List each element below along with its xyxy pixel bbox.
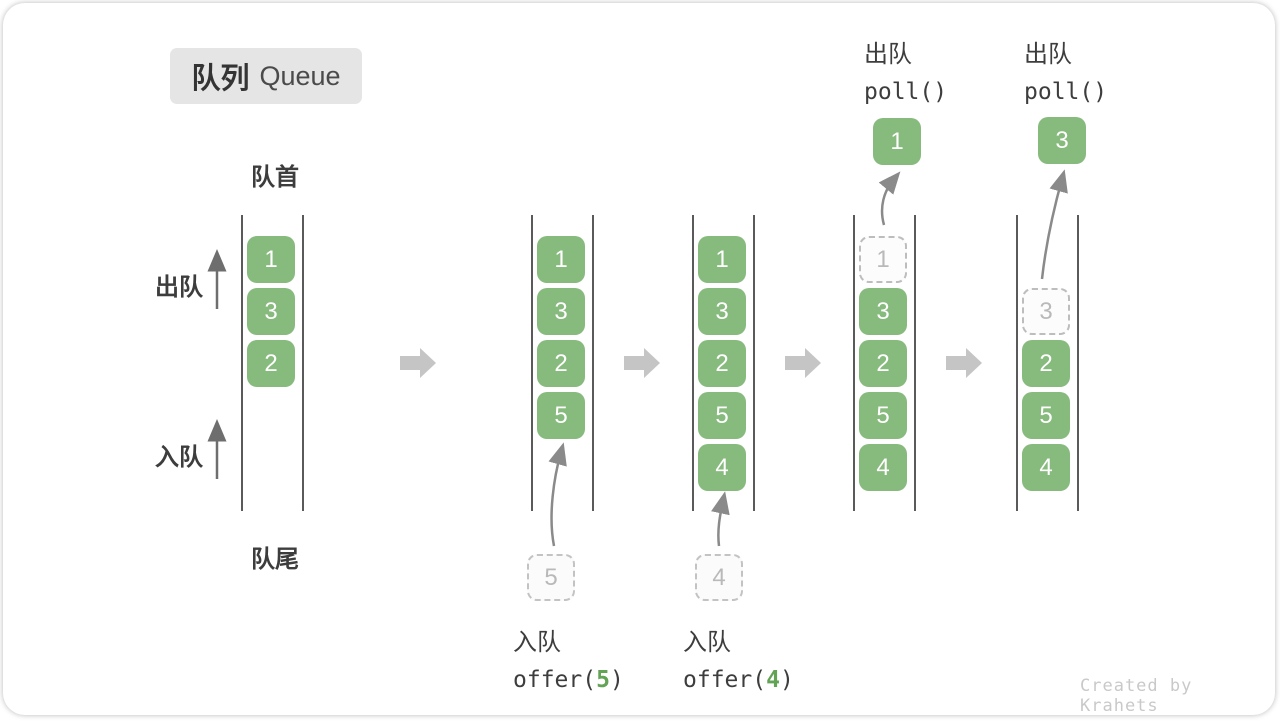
label-enqueue: 入队 xyxy=(155,444,203,471)
queue-element-box: 3 xyxy=(698,288,746,335)
label-queue-rear: 队尾 xyxy=(251,546,299,573)
dequeued-ghost-box: 1 xyxy=(859,236,907,283)
queue-element-box: 2 xyxy=(1022,340,1070,387)
queue-3-wall-left xyxy=(692,215,694,511)
queue-4-wall-left xyxy=(853,215,855,511)
dequeue-curved-arrow-poll3 xyxy=(1040,169,1068,280)
title-en: Queue xyxy=(259,60,341,91)
queue-element-box: 4 xyxy=(859,444,907,491)
op-word: 出队 xyxy=(864,41,912,68)
queue-element-box: 5 xyxy=(1022,392,1070,439)
op-code: poll() xyxy=(864,79,948,105)
transition-arrow-3 xyxy=(785,348,821,378)
transition-arrow-1 xyxy=(400,348,436,378)
queue-element-box: 5 xyxy=(537,392,585,439)
queue-element-box: 5 xyxy=(698,392,746,439)
queue-element-box: 5 xyxy=(859,392,907,439)
transition-arrow-4 xyxy=(946,348,982,378)
dequeue-curved-arrow-poll1 xyxy=(878,171,901,226)
queue-element-box: 1 xyxy=(698,236,746,283)
op-code: offer(5) xyxy=(513,667,624,693)
queue-element-box: 2 xyxy=(698,340,746,387)
queue-element-box: 1 xyxy=(247,236,295,283)
pending-element-box-5: 5 xyxy=(527,554,575,601)
queue-1-wall-left xyxy=(241,215,243,511)
diagram-canvas: 队列 Queue 队首 队尾 出队 入队 1 3 2 1 3 2 5 1 3 2 5 4 1 3 2 5 4 3 2… xyxy=(3,3,1275,716)
label-queue-front: 队首 xyxy=(251,164,299,191)
op-code: poll() xyxy=(1024,79,1108,105)
queue-4-wall-right xyxy=(914,215,916,511)
queue-element-box: 3 xyxy=(859,288,907,335)
transition-arrow-2 xyxy=(624,348,660,378)
op-code: offer(4) xyxy=(683,667,794,693)
op-word: 入队 xyxy=(513,629,561,656)
queue-element-box: 3 xyxy=(247,288,295,335)
label-dequeue: 出队 xyxy=(155,274,203,301)
queue-element-box: 2 xyxy=(859,340,907,387)
queue-2-wall-right xyxy=(592,215,594,511)
queue-element-box: 1 xyxy=(537,236,585,283)
enqueue-curved-arrow-offer4 xyxy=(711,491,730,547)
queue-2-wall-left xyxy=(531,215,533,511)
arrows-overlay xyxy=(207,169,1068,547)
queue-element-box: 3 xyxy=(537,288,585,335)
queue-element-box: 2 xyxy=(247,340,295,387)
queue-element-box: 2 xyxy=(537,340,585,387)
op-label-poll-1: 出队 poll() xyxy=(864,34,947,105)
queue-5-wall-right xyxy=(1077,215,1079,511)
title-zh: 队列 xyxy=(191,63,250,95)
popped-element-box-1: 1 xyxy=(873,118,921,165)
dequeued-ghost-box: 3 xyxy=(1022,288,1070,335)
pending-element-box-4: 4 xyxy=(695,554,743,601)
queue-element-box: 4 xyxy=(698,444,746,491)
op-word: 入队 xyxy=(683,629,731,656)
op-label-offer5: 入队 offer(5) xyxy=(513,622,624,693)
watermark: Created by Krahets xyxy=(1080,676,1193,716)
title-badge: 队列 Queue xyxy=(170,48,362,104)
queue-element-box: 4 xyxy=(1022,444,1070,491)
op-label-poll-3: 出队 poll() xyxy=(1024,34,1107,105)
queue-1-wall-right xyxy=(302,215,304,511)
queue-5-wall-left xyxy=(1016,215,1018,511)
op-label-offer4: 入队 offer(4) xyxy=(683,622,794,693)
enqueue-curved-arrow-offer5 xyxy=(548,442,567,547)
queue-3-wall-right xyxy=(753,215,755,511)
popped-element-box-3: 3 xyxy=(1038,117,1086,164)
op-word: 出队 xyxy=(1024,41,1072,68)
